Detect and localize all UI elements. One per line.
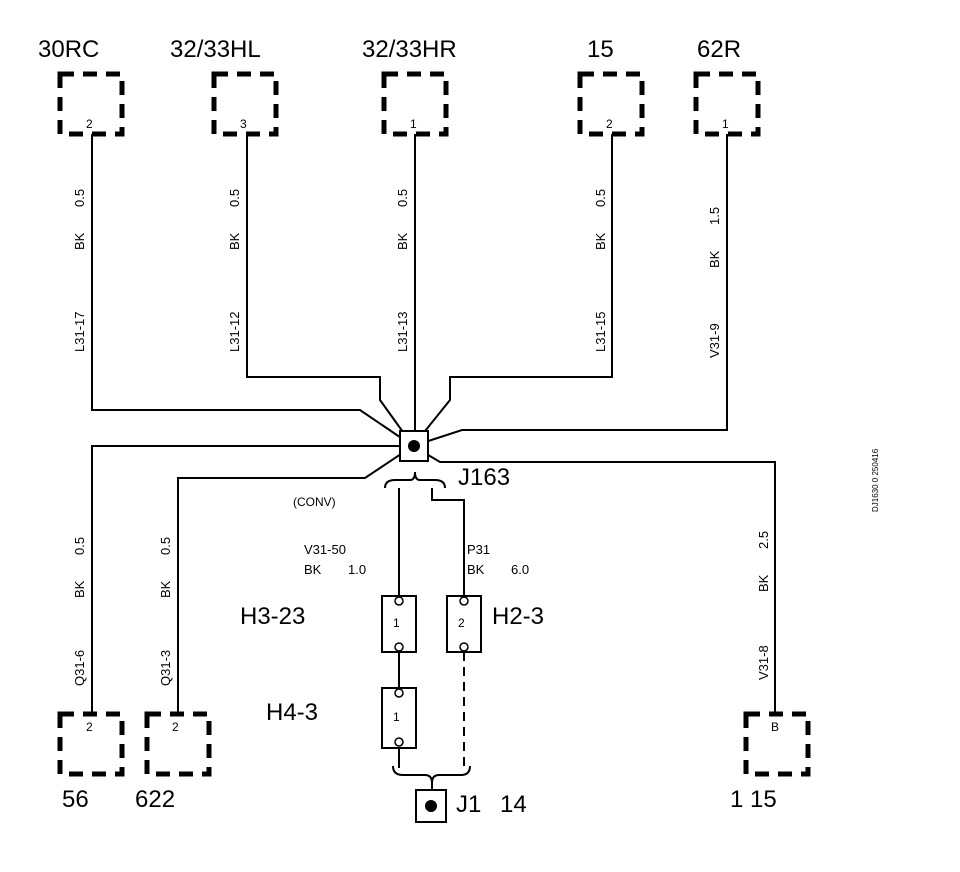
connector-label-32-33hr: 32/33HR xyxy=(362,36,457,63)
wire-labels-622: 0.5 BK Q31-3 xyxy=(158,537,173,686)
fuse-pin: 2 xyxy=(458,616,465,630)
connector-pin: B xyxy=(771,720,779,734)
wire-label-v31-50-gauge: 1.0 xyxy=(348,562,366,577)
wire-color: BK xyxy=(72,232,87,250)
conv-note: (CONV) xyxy=(293,495,336,509)
wire-labels-30rc: 0.5 BK L31-17 xyxy=(72,189,87,352)
wire-gauge: 0.5 xyxy=(158,537,173,555)
wire-labels-32-33hr: 0.5 BK L31-13 xyxy=(395,189,410,352)
wire-label-p31-color: BK xyxy=(467,562,485,577)
connector-pin: 1 xyxy=(410,117,417,131)
splice-label: J163 xyxy=(458,464,510,491)
wire-circuit: Q31-6 xyxy=(72,650,87,686)
wire-gauge: 0.5 xyxy=(72,537,87,555)
wire-p31 xyxy=(431,488,465,598)
wire-circuit: L31-13 xyxy=(395,312,410,352)
wire-l31-12 xyxy=(246,134,414,447)
wire-v31-9 xyxy=(412,134,728,447)
component-label-h2-3: H2-3 xyxy=(492,603,544,630)
wire-l31-15 xyxy=(412,134,613,447)
connector-label-622: 622 xyxy=(135,786,175,813)
connector-label-32-33hl: 32/33HL xyxy=(170,36,261,63)
connector-label-1-15: 1 15 xyxy=(730,786,777,813)
connector-622: 2 xyxy=(144,711,212,777)
wire-q31-6 xyxy=(91,445,413,716)
wire-circuit: L31-12 xyxy=(227,312,242,352)
connector-label-30rc: 30RC xyxy=(38,36,99,63)
connector-pin: 2 xyxy=(172,720,179,734)
wire-labels-15: 0.5 BK L31-15 xyxy=(593,189,608,352)
connector-pin: 2 xyxy=(86,117,93,131)
component-label-h3-23: H3-23 xyxy=(240,603,305,630)
wire-label-p31-gauge: 6.0 xyxy=(511,562,529,577)
fuse-h3-23: 1 xyxy=(381,595,417,653)
wire-color: BK xyxy=(227,232,242,250)
component-label-h4-3: H4-3 xyxy=(266,699,318,726)
ground-number: 14 xyxy=(500,791,527,818)
connector-30rc: 2 xyxy=(57,71,125,137)
connector-56: 2 xyxy=(57,711,125,777)
wire-label-p31-circuit: P31 xyxy=(467,542,490,557)
wire-gauge: 0.5 xyxy=(227,189,242,207)
wire-color: BK xyxy=(756,574,771,592)
connector-15: 2 xyxy=(577,71,645,137)
connector-pin: 3 xyxy=(240,117,247,131)
wire-circuit: L31-15 xyxy=(593,312,608,352)
wire-color: BK xyxy=(158,580,173,598)
wire-circuit: V31-8 xyxy=(756,645,771,680)
wire-color: BK xyxy=(72,580,87,598)
connector-label-15: 15 xyxy=(587,36,614,63)
ground-brace xyxy=(392,765,471,784)
wire-circuit: V31-9 xyxy=(707,323,722,358)
fuse-pin: 1 xyxy=(393,710,400,724)
fuse-pin: 1 xyxy=(393,616,400,630)
wire-circuit: L31-17 xyxy=(72,312,87,352)
wire-gauge: 0.5 xyxy=(593,189,608,207)
wire-labels-62r: 1.5 BK V31-9 xyxy=(707,207,722,358)
wire-color: BK xyxy=(707,250,722,268)
ground-label: J1 xyxy=(456,791,481,818)
connector-62r: 1 xyxy=(693,71,761,137)
wire-label-v31-50-color: BK xyxy=(304,562,322,577)
connector-32-33hl: 3 xyxy=(211,71,279,137)
wire-labels-56: 0.5 BK Q31-6 xyxy=(72,537,87,686)
wire-gauge: 0.5 xyxy=(72,189,87,207)
wire-gauge: 1.5 xyxy=(707,207,722,225)
wire-circuit: Q31-3 xyxy=(158,650,173,686)
connector-pin: 2 xyxy=(606,117,613,131)
wire-label-v31-50-circuit: V31-50 xyxy=(304,542,346,557)
connector-pin: 2 xyxy=(86,720,93,734)
fuse-h2-3: 2 xyxy=(446,595,482,653)
wire-color: BK xyxy=(593,232,608,250)
connector-1-15: B xyxy=(743,711,811,777)
wire-labels-32-33hl: 0.5 BK L31-12 xyxy=(227,189,242,352)
splice-brace xyxy=(384,471,446,489)
wire-q31-3 xyxy=(177,445,414,716)
ground-j1 xyxy=(415,789,447,823)
fuse-h4-3: 1 xyxy=(381,687,417,749)
splice-j163 xyxy=(399,430,429,462)
wire-gauge: 0.5 xyxy=(395,189,410,207)
connector-label-62r: 62R xyxy=(697,36,741,63)
wire-gauge: 2.5 xyxy=(756,531,771,549)
wire-l31-17 xyxy=(91,134,414,447)
connector-32-33hr: 1 xyxy=(381,71,449,137)
wire-color: BK xyxy=(395,232,410,250)
wire-labels-1-15: 2.5 BK V31-8 xyxy=(756,531,771,680)
figure-id: DJ1630 0 250416 xyxy=(871,448,880,512)
connector-label-56: 56 xyxy=(62,786,89,813)
connector-pin: 1 xyxy=(722,117,729,131)
